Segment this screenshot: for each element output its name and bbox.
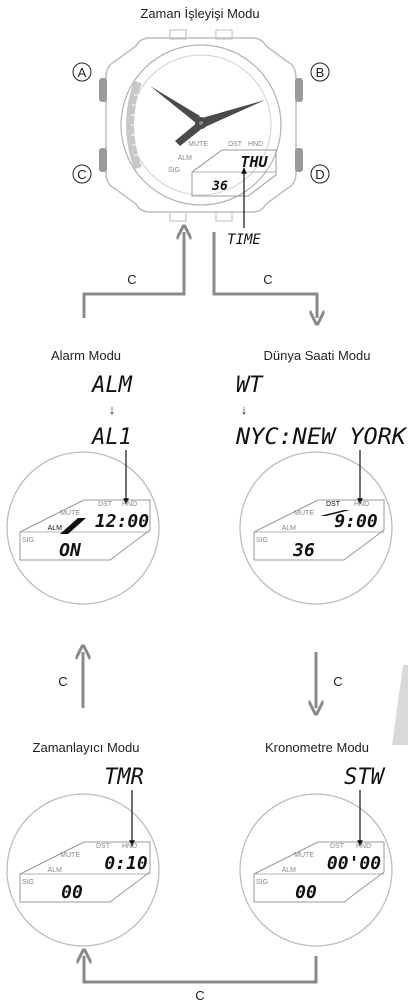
code-time: TIME (227, 232, 261, 248)
alarm-ind-hnd: HND (122, 501, 137, 508)
timer-ind-sig: SIG (22, 879, 34, 886)
svg-text:D: D (315, 167, 324, 182)
button-c-label: C (72, 164, 92, 184)
svg-text:A: A (78, 65, 87, 80)
svg-text:B: B (316, 65, 325, 80)
code-stw: STW (344, 765, 385, 790)
world-ind-dst: DST (326, 501, 341, 508)
press-c-5: C (195, 988, 204, 1003)
world-ind-hnd: HND (354, 501, 369, 508)
timer-ind-alm: ALM (48, 867, 63, 874)
stopwatch-ind-hnd: HND (356, 843, 371, 850)
arrow-stopwatch-to-timer (84, 956, 318, 984)
code-tmr: TMR (104, 765, 144, 790)
watch-world (239, 450, 393, 605)
alarm-ind-dst: DST (98, 501, 113, 508)
stopwatch-ind-mute: MUTE (294, 852, 314, 859)
watch-alarm (6, 450, 160, 605)
world-lcd-top: 9:00 (334, 511, 378, 532)
alarm-ind-alm: ALM (48, 525, 63, 532)
watch-main (99, 29, 303, 222)
press-c-4: C (333, 674, 342, 689)
world-ind-mute: MUTE (294, 510, 314, 517)
press-c-1: C (127, 272, 136, 287)
indicator-dst: DST (228, 141, 243, 148)
main-lcd-bottom: 36 (211, 179, 228, 194)
timer-lcd-bottom: 00 (61, 882, 83, 903)
button-d-shape (295, 148, 303, 172)
button-d-label: D (310, 164, 330, 184)
page-tab (392, 665, 408, 745)
indicator-sig: SIG (168, 167, 180, 174)
press-c-3: C (58, 674, 67, 689)
title-timekeeping: Zaman İşleyişi Modu (140, 6, 259, 21)
stopwatch-ind-alm: ALM (282, 867, 297, 874)
watch-stopwatch (239, 790, 393, 947)
code-wt: WT (236, 373, 264, 398)
button-b-shape (295, 78, 303, 102)
code-alm: ALM (90, 373, 132, 398)
code-al1: AL1 (90, 425, 132, 450)
svg-text:C: C (77, 167, 86, 182)
stopwatch-lcd-bottom: 00 (295, 882, 317, 903)
title-world-time: Dünya Saati Modu (264, 348, 371, 363)
title-alarm: Alarm Modu (51, 348, 121, 363)
world-ind-alm: ALM (282, 525, 297, 532)
arrow-alarm-to-time (82, 232, 184, 318)
world-ind-sig: SIG (256, 537, 268, 544)
alarm-ind-mute: MUTE (60, 510, 80, 517)
code-arrow-world: ↓ (241, 402, 248, 417)
stopwatch-ind-dst: DST (330, 843, 345, 850)
code-city: NYC:NEW YORK (235, 425, 408, 450)
timer-ind-hnd: HND (122, 843, 137, 850)
button-c-shape (99, 148, 107, 172)
world-lcd-bottom: 36 (292, 540, 315, 561)
timer-ind-mute: MUTE (60, 852, 80, 859)
press-c-2: C (263, 272, 272, 287)
button-b-label: B (310, 62, 330, 82)
timer-lcd-top: 0:10 (104, 853, 148, 874)
watch-timer (6, 790, 160, 947)
title-stopwatch: Kronometre Modu (265, 740, 369, 755)
button-a-shape (99, 78, 107, 102)
stopwatch-ind-sig: SIG (256, 879, 268, 886)
indicator-mute: MUTE (188, 141, 208, 148)
indicator-hnd: HND (248, 141, 263, 148)
alarm-ind-sig: SIG (22, 537, 34, 544)
alarm-lcd-bottom: ON (59, 540, 82, 561)
title-timer: Zamanlayıcı Modu (33, 740, 140, 755)
indicator-alm: ALM (178, 155, 193, 162)
main-lcd-top: THU (240, 153, 268, 171)
code-arrow-alarm: ↓ (109, 402, 116, 417)
stopwatch-lcd-top: 00'00 (327, 853, 381, 874)
timer-ind-dst: DST (96, 843, 111, 850)
button-a-label: A (72, 62, 92, 82)
arrow-time-to-world (212, 232, 317, 318)
alarm-lcd-top: 12:00 (95, 511, 149, 532)
